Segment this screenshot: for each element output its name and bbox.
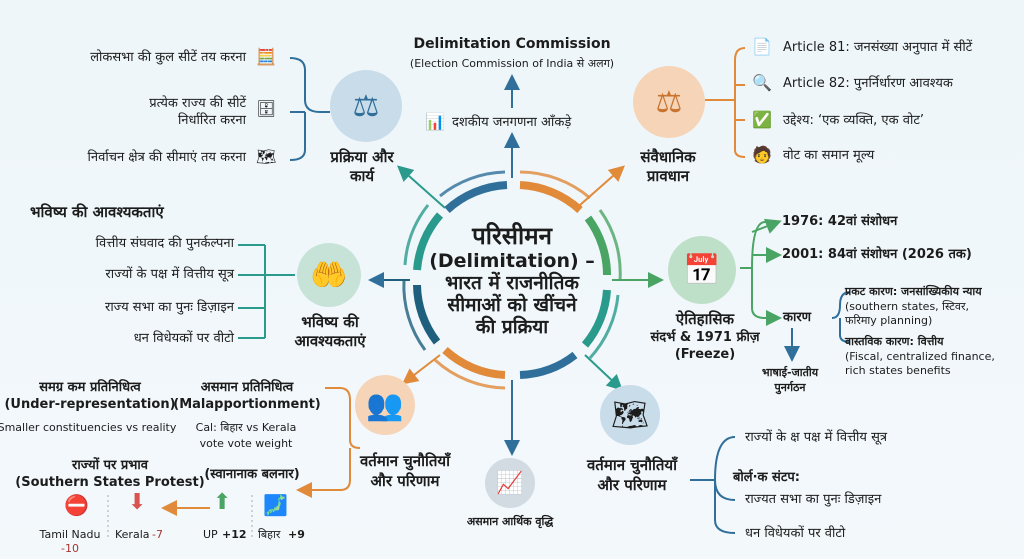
state-name: Kerala <box>115 528 150 541</box>
state-map-icon: 🗾 <box>263 493 288 517</box>
commission-subtitle: (Election Commission of India से अलग) <box>409 57 615 70</box>
under-title-en: (Under-representation) <box>4 397 176 412</box>
center-line-1: भारत में राजनीतिक <box>444 272 580 294</box>
state-name: बिहार <box>258 528 281 541</box>
process-item: प्रत्येक राज्य की सीटें <box>149 96 246 111</box>
state-name: UP <box>203 528 218 541</box>
down-arrow-icon: ⬇ <box>128 490 147 515</box>
apparent-detail-1: (southern states, स्टिवर, <box>845 300 969 313</box>
impact-title-en: (Southern States Protest) <box>15 475 205 490</box>
challenges-right-item: धन विधेयकों पर वीटो <box>745 526 846 541</box>
future-item: राज्यों के पक्ष में वित्तीय सूत्र <box>105 267 234 282</box>
challenges-right-item: बोर्ल·क संटप: <box>733 470 800 485</box>
constitutional-label-2: प्रावधान <box>646 167 690 185</box>
calendar-icon: 📅 <box>668 236 736 304</box>
process-item: लोकसभा की कुल सीटें तय करना <box>90 50 246 65</box>
state-change: +12 <box>222 528 247 541</box>
history-item: 1976: 42वां संशोधन <box>782 214 898 229</box>
history-label-3: (Freeze) <box>674 347 736 362</box>
constitutional-label-1: संवैधानिक <box>640 148 696 166</box>
future-item: वित्तीय संघवाद की पुनर्कल्पना <box>95 236 234 251</box>
state-change: +9 <box>288 528 305 541</box>
india-map-icon: 🗺 <box>600 385 660 445</box>
future-item: धन विधेयकों पर वीटो <box>133 331 234 346</box>
process-label-2: कार्य <box>349 167 375 185</box>
mal-detail-2: vote vote weight <box>199 437 293 450</box>
challenges-right-label-2: और परिणाम <box>597 476 667 494</box>
apparent-detail-2: फरिमाy planning) <box>845 314 933 327</box>
center-line-2: सीमाओं को खींचने <box>447 294 577 316</box>
history-label-1: ऐतिहासिक <box>675 310 735 328</box>
future-item: राज्य सभा का पुनः डिज़ाइन <box>105 300 234 315</box>
challenges-right-item: राज्यत सभा का पुनः डिज़ाइन <box>745 492 882 507</box>
reorg-1: भाषाई-जातीय <box>761 366 819 379</box>
mal-title: असमान प्रतिनिधित्व <box>200 380 294 395</box>
reorg-2: पुनर्गठन <box>774 381 806 394</box>
center-title: परिसीमन (Delimitation) – भारत में राजनीत… <box>412 222 612 338</box>
economic-label: असमान आर्थिक वृद्धि <box>466 515 554 528</box>
challenges-left-label-1: वर्तमान चुनौतियाँ <box>359 452 451 470</box>
census-label: दशकीय जनगणना आँकड़े <box>452 115 572 130</box>
state-change: -7 <box>152 528 163 541</box>
bar-chart-icon: 📊 <box>425 112 445 131</box>
commission-title: Delimitation Commission <box>413 36 611 52</box>
impact-title: राज्यों पर प्रभाव <box>72 458 148 473</box>
history-item: 2001: 84वां संशोधन (2026 तक) <box>782 247 972 262</box>
map-edit-icon: 🗺 <box>256 147 277 166</box>
mal-detail-3: (स्वानानाक बलनार) <box>204 467 300 482</box>
challenges-right-label-1: वर्तमान चुनौतियाँ <box>586 456 678 474</box>
real-detail-2: rich states benefits <box>845 364 951 377</box>
history-reason: कारण <box>783 310 812 325</box>
real-detail-1: (Fiscal, centralized finance, <box>845 350 995 363</box>
future-label-1: भविष्य की <box>301 313 359 331</box>
future-heading: भविष्य की आवश्यकताएं <box>30 203 164 221</box>
mal-detail-1: Cal: बिहार vs Kerala <box>195 421 297 434</box>
state-name: Tamil Nadu <box>39 528 101 541</box>
people-balance-icon: 👥 <box>355 375 415 435</box>
center-title-main: परिसीमन <box>472 222 552 250</box>
calculator-icon: 🧮 <box>256 47 276 66</box>
constitutional-item: Article 81: जनसंख्या अनुपात में सीटें <box>783 40 973 55</box>
growth-chart-icon: 📈 <box>485 458 535 508</box>
constitutional-item: उद्देश्य: ‘एक व्यक्ति, एक वोट’ <box>783 113 925 128</box>
database-user-icon: 🗄 <box>256 99 277 118</box>
document-icon: 📄 <box>752 37 772 56</box>
challenges-left-label-2: और परिणाम <box>370 472 440 490</box>
state-change: -10 <box>61 542 79 555</box>
constitutional-item: वोट का समान मूल्य <box>783 148 875 163</box>
voter-icon: 🧑 <box>752 145 772 164</box>
process-item: निर्धारित करना <box>177 113 246 128</box>
india-hands-icon: 🤲 <box>297 243 361 307</box>
scales-icon: ⚖ <box>330 70 402 142</box>
check-circle-icon: ✅ <box>752 110 772 129</box>
process-item: निर्वाचन क्षेत्र की सीमाएं तय करना <box>87 150 246 165</box>
mal-title-en: (Malapportionment) <box>173 397 321 412</box>
center-title-en: (Delimitation) – <box>429 250 595 272</box>
apparent-reason: प्रकट कारण: जनसांख्यिकीय न्याय <box>845 285 982 298</box>
future-label-2: आवश्यकताएं <box>294 332 366 350</box>
under-detail: Smaller constituencies vs reality <box>0 421 177 434</box>
under-title: समग्र कम प्रतिनिधित्व <box>39 380 141 395</box>
scales-icon: ⚖ <box>633 66 705 138</box>
history-label-2: संदर्भ & 1971 फ्रीज़ <box>650 330 760 345</box>
challenges-right-item: राज्यों के क्ष पक्ष में वित्तीय सूत्र <box>745 430 888 445</box>
process-label-1: प्रक्रिया और <box>330 148 394 166</box>
constitutional-item: Article 82: पुनर्निर्धारण आवश्यक <box>783 76 953 91</box>
center-line-3: की प्रक्रिया <box>475 316 549 338</box>
real-reason: वास्तविक कारण: वित्तीय <box>845 335 944 348</box>
minus-circle-icon: ⛔ <box>64 493 89 517</box>
magnifier-doc-icon: 🔍 <box>752 73 772 92</box>
center-rings <box>413 181 611 379</box>
up-arrow-icon: ⬆ <box>213 490 232 515</box>
